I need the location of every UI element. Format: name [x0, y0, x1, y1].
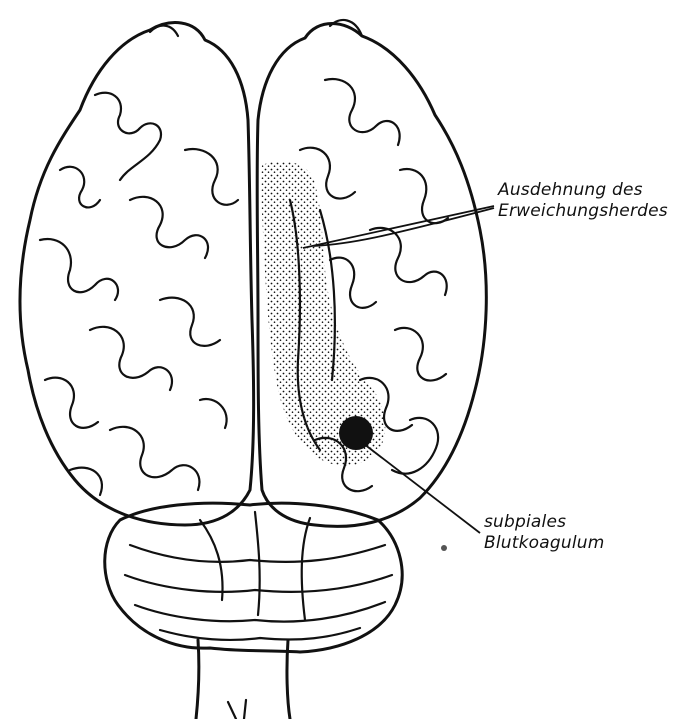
left-hemisphere: [20, 23, 254, 525]
blood-clot-marker: [339, 416, 373, 450]
softening-focus-label: Ausdehnung des Erweichungsherdes: [498, 180, 668, 222]
blood-clot-label-line1: subpiales: [484, 512, 605, 533]
blood-clot-label: subpiales Blutkoagulum: [484, 512, 605, 554]
softening-focus-label-line1: Ausdehnung des: [498, 180, 668, 201]
softening-focus-label-line2: Erweichungsherdes: [498, 201, 668, 222]
blood-clot-label-line2: Blutkoagulum: [484, 533, 605, 554]
